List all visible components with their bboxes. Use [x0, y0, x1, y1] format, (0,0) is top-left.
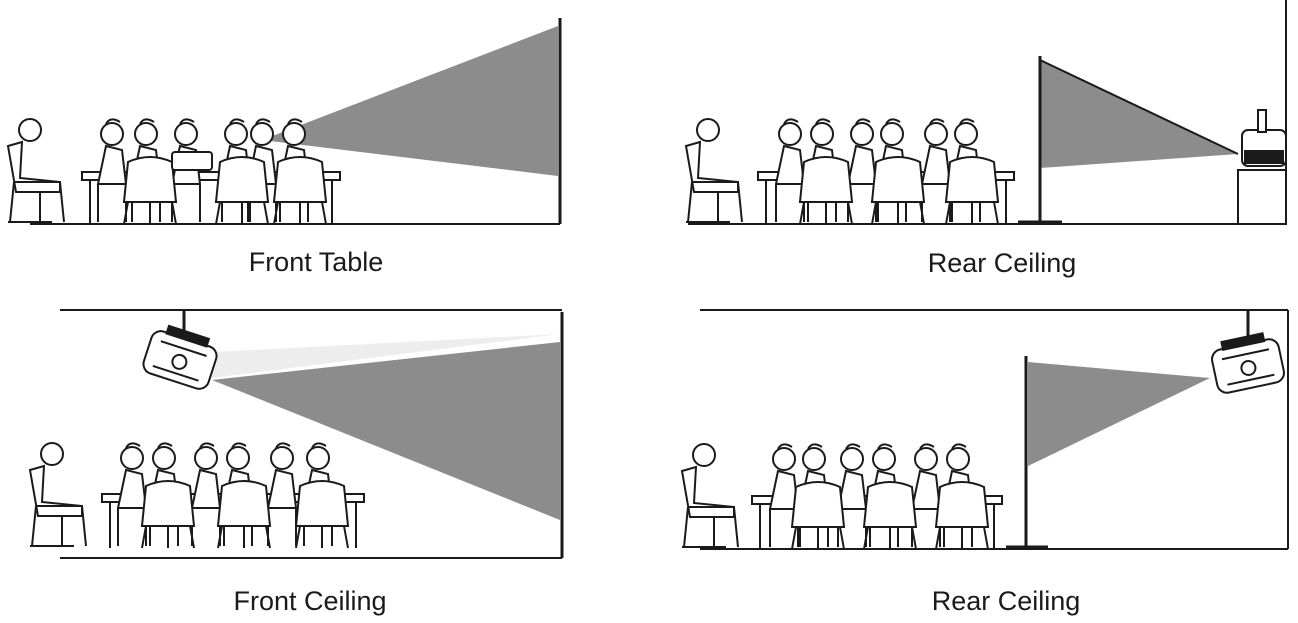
audience [769, 443, 989, 550]
projection-beam [212, 342, 560, 520]
audience [775, 118, 999, 225]
caption-rear-table: Rear Ceiling [928, 248, 1077, 278]
presenter-figure [685, 118, 743, 223]
projector-stand [1237, 169, 1287, 225]
ambient-light-cone [212, 334, 560, 378]
projection-beam [1040, 60, 1238, 168]
caption-rear-ceiling: Rear Ceiling [932, 586, 1081, 616]
panel-rear-table: Rear Ceiling [685, 0, 1287, 278]
projector-on-table [171, 151, 213, 171]
projection-beam [262, 26, 558, 176]
panel-front-table: Front Table [7, 18, 562, 277]
caption-front-ceiling: Front Ceiling [233, 586, 386, 616]
projector-icon [1241, 109, 1287, 167]
conference-table [81, 171, 341, 181]
presenter-figure [681, 443, 739, 548]
presenter-figure [29, 442, 87, 547]
audience [117, 442, 349, 549]
ceiling-projector [1207, 328, 1287, 396]
panel-rear-ceiling: Rear Ceiling [681, 309, 1289, 616]
presenter-figure [7, 118, 65, 223]
caption-front-table: Front Table [249, 247, 384, 277]
panel-front-ceiling: Front Ceiling [29, 309, 564, 616]
ceiling-projector [139, 319, 223, 393]
projection-beam [1028, 362, 1210, 466]
